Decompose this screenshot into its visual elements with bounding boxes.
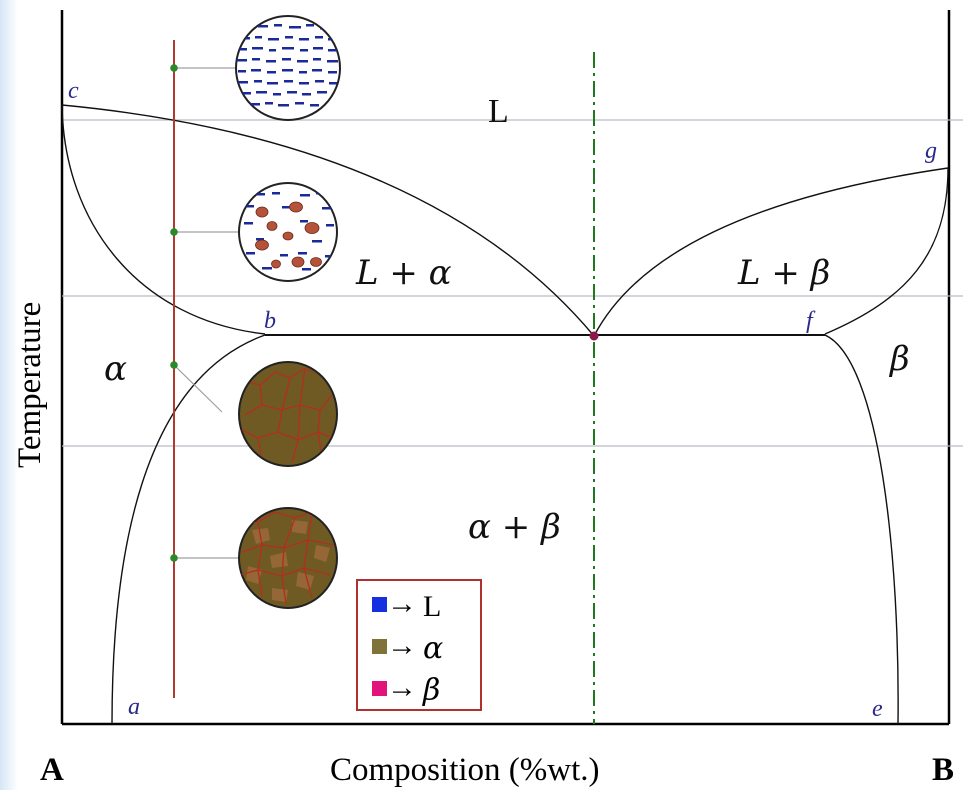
microstructure-l-alpha: [239, 183, 337, 281]
solvus-right: [825, 335, 898, 724]
liquidus-right: [594, 168, 948, 336]
marker-dot: [170, 228, 178, 236]
point-label-b: b: [264, 308, 276, 334]
solidus-left: [62, 105, 265, 334]
region-label-beta: β: [888, 339, 910, 379]
marker-dot: [170, 554, 178, 562]
marker-dot: [170, 361, 178, 369]
legend-swatch-alpha: [372, 639, 387, 654]
microstructure-pointers: [170, 64, 239, 562]
region-label-alpha: α: [104, 349, 127, 389]
legend-label-beta: β: [422, 673, 440, 708]
legend-label-alpha: α: [423, 631, 443, 666]
marker-dot: [170, 64, 178, 72]
microstructure-alpha-beta: [239, 508, 337, 608]
point-label-c: c: [68, 78, 79, 104]
pointer-line-3: [174, 365, 222, 412]
legend-arrow: →: [387, 587, 417, 620]
region-label-l-alpha: L + α: [355, 253, 452, 293]
composition-end-b: B: [932, 752, 954, 788]
microstructure-liquid: [236, 16, 340, 120]
legend-arrow: →: [387, 671, 417, 704]
point-label-e: e: [872, 696, 883, 722]
microstructure-alpha: [239, 362, 338, 466]
region-label-l-beta: L + β: [737, 253, 830, 293]
solidus-right: [825, 168, 948, 334]
composition-end-a: A: [40, 752, 64, 788]
legend-arrow: →: [387, 629, 417, 662]
legend-swatch-beta: [372, 681, 387, 696]
y-axis-label: Temperature: [12, 302, 48, 468]
point-label-f: f: [806, 308, 816, 334]
region-label-liquid: L: [488, 93, 509, 130]
point-label-a: a: [128, 694, 140, 720]
x-axis-label: Composition (%wt.): [330, 752, 600, 788]
legend-swatch-liquid: [372, 597, 387, 612]
eutectic-point: [590, 332, 599, 341]
legend-label-liquid: L: [423, 590, 441, 623]
legend: → L → α → β: [357, 580, 481, 710]
region-label-alpha-beta: α + β: [468, 507, 561, 547]
point-label-g: g: [925, 138, 937, 164]
